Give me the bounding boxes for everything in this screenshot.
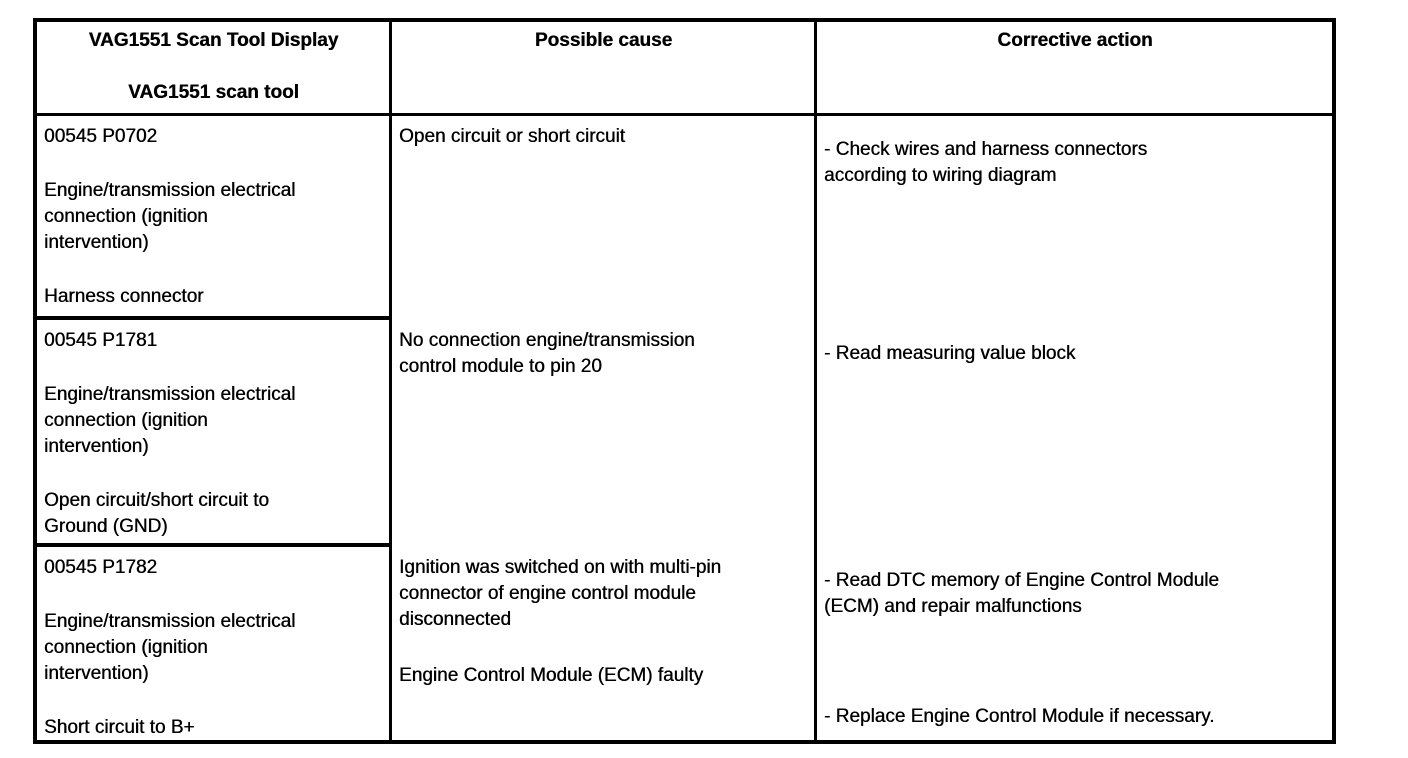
dtc-cell-p0702: 00545 P0702 Engine/transmission electric… (37, 116, 392, 320)
dtc-table: VAG1551 Scan Tool Display VAG1551 scan t… (33, 18, 1336, 744)
dtc-cell-p1781: 00545 P1781 Engine/transmission electric… (37, 320, 392, 547)
action-text: - Replace Engine Control Module if neces… (824, 706, 1215, 727)
header-possible-cause: Possible cause (392, 22, 817, 116)
action-cell-p1782: - Read DTC memory of Engine Control Modu… (817, 547, 1332, 740)
action-text: - Read measuring value block (824, 343, 1076, 364)
header-corrective-action: Corrective action (817, 22, 1332, 116)
dtc-code: 00545 P0702 (44, 126, 158, 147)
dtc-detail: Short circuit to B+ (44, 717, 195, 738)
action-text: - Check wires and harness connectors acc… (824, 139, 1148, 186)
cause-text: Open circuit or short circuit (399, 126, 625, 147)
dtc-description: Engine/transmission electrical connectio… (44, 384, 296, 457)
dtc-code: 00545 P1781 (44, 330, 158, 351)
cause-text: No connection engine/transmission contro… (399, 330, 695, 377)
dtc-code: 00545 P1782 (44, 557, 158, 578)
dtc-description: Engine/transmission electrical connectio… (44, 180, 296, 253)
header-scan-tool-display-line1: VAG1551 Scan Tool Display (88, 30, 339, 51)
action-cell-p0702: - Check wires and harness connectors acc… (817, 116, 1332, 320)
dtc-cell-p1782: 00545 P1782 Engine/transmission electric… (37, 547, 392, 740)
cause-cell-p1781: No connection engine/transmission contro… (392, 320, 817, 547)
header-scan-tool-display: VAG1551 Scan Tool Display VAG1551 scan t… (37, 22, 392, 116)
cause-text: Engine Control Module (ECM) faulty (399, 665, 704, 686)
dtc-detail: Harness connector (44, 286, 204, 307)
header-scan-tool-display-line2: VAG1551 scan tool (128, 82, 299, 103)
dtc-detail: Open circuit/short circuit to Ground (GN… (44, 490, 269, 537)
cause-text: Ignition was switched on with multi-pin … (399, 557, 722, 630)
action-cell-p1781: - Read measuring value block (817, 320, 1332, 547)
cause-cell-p0702: Open circuit or short circuit (392, 116, 817, 320)
action-text: - Read DTC memory of Engine Control Modu… (824, 570, 1219, 617)
dtc-description: Engine/transmission electrical connectio… (44, 611, 296, 684)
cause-cell-p1782: Ignition was switched on with multi-pin … (392, 547, 817, 740)
